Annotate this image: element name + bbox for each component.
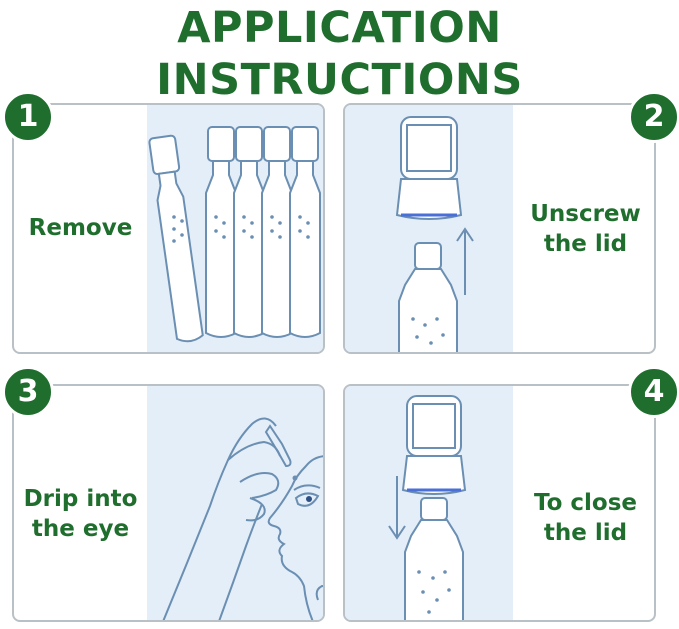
arrow-up-icon: [456, 227, 474, 295]
step-3-card: Drip into the eye: [12, 384, 325, 622]
open-vial-icon: [395, 116, 474, 352]
close-vial-icon: [388, 395, 467, 620]
step-3-label-line1: Drip into: [23, 486, 138, 512]
step-4-label-line1: To close: [533, 490, 638, 516]
eye-drop-icon: [162, 417, 323, 620]
step-1-label: Remove: [28, 215, 133, 241]
step-4-card: To close the lid: [343, 384, 656, 622]
arrow-down-icon: [388, 476, 406, 540]
step-2-number-badge: 2: [628, 91, 679, 143]
step-3-label-line2: the eye: [31, 516, 130, 542]
step-2-label-line1: Unscrew: [530, 201, 641, 227]
step-2-label-line2: the lid: [543, 231, 628, 257]
step-4-number-badge: 4: [628, 366, 679, 418]
step-2-card: Unscrew the lid: [343, 103, 656, 354]
step-4-label-line2: the lid: [543, 520, 628, 546]
ampoule-strip-icon: [148, 126, 321, 343]
step-3-number-badge: 3: [2, 366, 54, 418]
page-title: APPLICATION INSTRUCTIONS: [156, 3, 523, 105]
step-1-number-badge: 1: [2, 91, 54, 143]
step-1-card: Remove: [12, 103, 325, 354]
step-3-illustration-panel: [147, 386, 323, 620]
